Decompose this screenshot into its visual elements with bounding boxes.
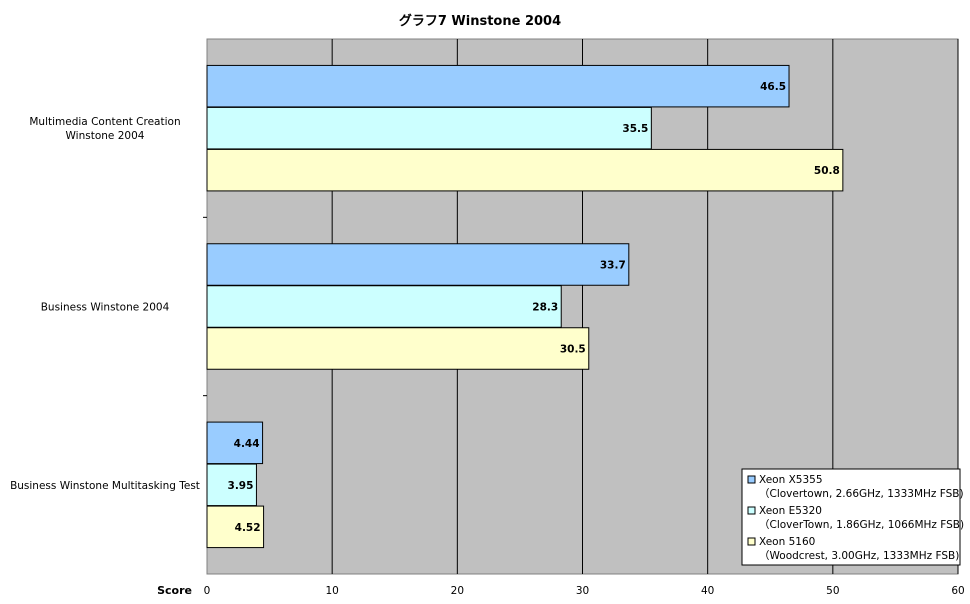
x-tick-label-60: 60 bbox=[951, 585, 964, 597]
data-label-2-0: 4.44 bbox=[234, 438, 260, 450]
data-label-1-1: 28.3 bbox=[532, 302, 558, 314]
bar-0-1 bbox=[206, 106, 652, 150]
category-label-2: Business Winstone Multitasking Test bbox=[10, 480, 200, 492]
x-tick-label-30: 30 bbox=[576, 585, 589, 597]
data-label-0-0: 46.5 bbox=[760, 81, 786, 93]
data-label-2-2: 4.52 bbox=[235, 522, 261, 534]
category-label-line: Winstone 2004 bbox=[66, 130, 145, 142]
legend-detail-0: （Clovertown, 2.66GHz, 1333MHz FSB) bbox=[759, 488, 964, 500]
category-label-line: Business Winstone 2004 bbox=[41, 302, 170, 314]
x-tick-label-50: 50 bbox=[826, 585, 839, 597]
legend-detail-2: （Woodcrest, 3.00GHz, 1333MHz FSB) bbox=[759, 550, 959, 562]
plot-area: 0 10 20 30 40 50 60 46.5 35.5 50.8 Multimedia Cont… bbox=[10, 38, 965, 597]
bar-1-1 bbox=[206, 285, 562, 328]
category-label-line: Business Winstone Multitasking Test bbox=[10, 480, 200, 492]
bar-0-2 bbox=[206, 148, 844, 192]
bar-1-2 bbox=[206, 327, 590, 370]
legend-detail-1: （CloverTown, 1.86GHz, 1066MHz FSB) bbox=[759, 519, 964, 531]
data-label-0-2: 50.8 bbox=[814, 165, 840, 177]
category-label-1: Business Winstone 2004 bbox=[41, 302, 170, 314]
bar-2-1 bbox=[206, 463, 257, 507]
category-label-line: Multimedia Content Creation bbox=[29, 116, 180, 128]
bar-1-0 bbox=[206, 243, 630, 286]
legend-swatch-2 bbox=[747, 537, 756, 546]
data-label-2-1: 3.95 bbox=[228, 480, 254, 492]
bar-2-0 bbox=[206, 421, 264, 465]
bar-2-2 bbox=[206, 505, 265, 549]
legend-name-1: Xeon E5320 bbox=[759, 505, 822, 517]
legend: Xeon X5355 （Clovertown, 2.66GHz, 1333MHz … bbox=[741, 468, 964, 566]
legend-box bbox=[741, 468, 961, 566]
data-label-1-2: 30.5 bbox=[560, 344, 586, 356]
legend-swatch-0 bbox=[747, 475, 756, 484]
x-tick-label-40: 40 bbox=[701, 585, 714, 597]
chart-title: グラフ7 Winstone 2004 bbox=[399, 13, 561, 29]
data-label-1-0: 33.7 bbox=[600, 260, 626, 272]
legend-swatch-1 bbox=[747, 506, 756, 515]
legend-name-2: Xeon 5160 bbox=[759, 536, 815, 548]
x-tick-label-20: 20 bbox=[451, 585, 464, 597]
x-axis-label: Score bbox=[157, 584, 192, 597]
x-tick-label-0: 0 bbox=[204, 585, 211, 597]
data-label-0-1: 35.5 bbox=[622, 123, 648, 135]
x-tick-label-10: 10 bbox=[325, 585, 338, 597]
bar-0-0 bbox=[206, 64, 790, 108]
legend-name-0: Xeon X5355 bbox=[759, 474, 823, 486]
